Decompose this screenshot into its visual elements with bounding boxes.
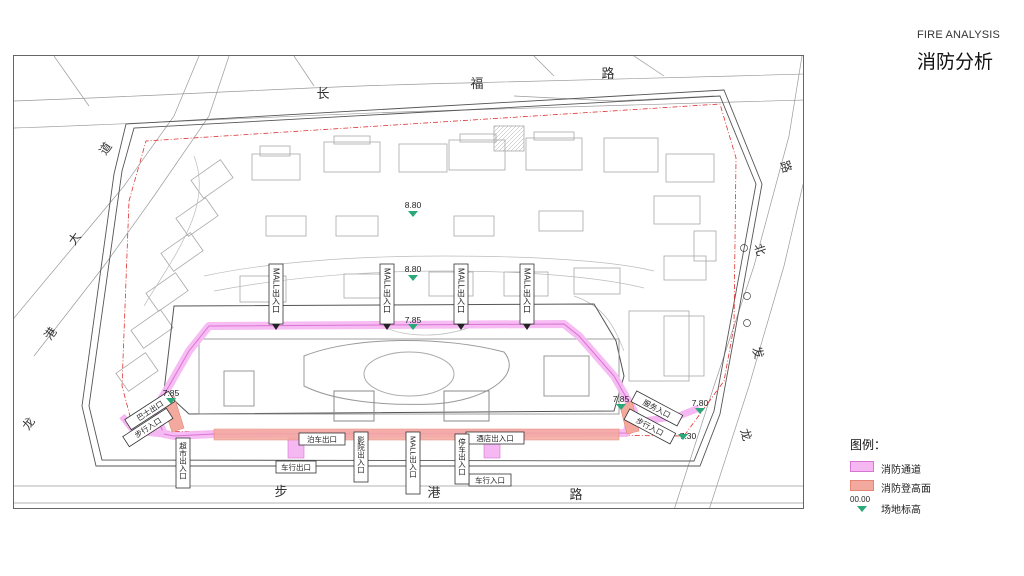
svg-text:8.80: 8.80 — [405, 200, 422, 210]
svg-text:7.80: 7.80 — [692, 398, 709, 408]
elevation-triangle-icon — [857, 506, 867, 512]
svg-text:福: 福 — [470, 76, 483, 91]
road-label-east: 路 北 发 龙 — [737, 159, 795, 443]
svg-text:7.30: 7.30 — [680, 431, 697, 441]
svg-text:MALL出入口: MALL出入口 — [457, 268, 466, 313]
legend-label: 消防通道 — [881, 465, 921, 476]
title-english: FIRE ANALYSIS — [917, 29, 1001, 41]
svg-text:8.80: 8.80 — [405, 264, 422, 274]
hotel-entry-tag: 酒店出入口 — [465, 431, 525, 445]
svg-text:7.85: 7.85 — [405, 315, 422, 325]
svg-text:MALL出入口: MALL出入口 — [523, 268, 532, 313]
legend-item-fire-access: 消防通道 — [850, 459, 921, 478]
road-label-north: 长 福 路 — [316, 66, 614, 101]
svg-text:MALL出入口: MALL出入口 — [408, 436, 417, 478]
legend-title: 图例： — [850, 438, 887, 452]
svg-text:MALL出入口: MALL出入口 — [383, 268, 392, 313]
svg-text:超市出入口: 超市出入口 — [178, 442, 187, 480]
legend-item-fire-climb: 消防登高面 — [850, 478, 931, 497]
fire-climb-swatch — [850, 480, 874, 491]
svg-text:步: 步 — [274, 484, 287, 499]
svg-text:路: 路 — [777, 159, 795, 175]
legend-label: 消防登高面 — [881, 484, 931, 495]
road-label-west: 大 道 龙 港 — [20, 140, 115, 433]
svg-text:发: 发 — [749, 345, 767, 361]
fire-access-swatch — [850, 461, 874, 472]
residential-blocks — [115, 125, 717, 392]
svg-text:车行入口: 车行入口 — [475, 475, 505, 485]
svg-text:MALL出入口: MALL出入口 — [272, 268, 281, 313]
elevation-marker: 7.85 — [613, 394, 630, 410]
elevation-marker: 7.85 — [163, 388, 180, 404]
elevation-marker: 8.80 — [405, 200, 422, 217]
elevation-sample: 00.00 — [850, 495, 871, 504]
svg-text:龙: 龙 — [20, 415, 38, 433]
site-plan: MALL出入口 MALL出入口 MALL出入口 MALL出入口 泊车出口 酒店出… — [13, 55, 804, 509]
mall-entry-tag-2: MALL出入口 — [379, 263, 395, 325]
supermarket-entry-tag: 超市出入口 — [175, 437, 191, 489]
elevation-marker: 8.80 — [405, 264, 422, 281]
svg-text:影院出入口: 影院出入口 — [356, 435, 365, 474]
svg-text:港: 港 — [427, 485, 440, 500]
mall-entry-tag-1: MALL出入口 — [268, 263, 284, 325]
legend-label: 场地标高 — [881, 505, 921, 516]
svg-text:7.85: 7.85 — [163, 388, 180, 398]
svg-text:车行出口: 车行出口 — [281, 462, 311, 472]
elevation-marker: 7.80 — [692, 398, 709, 414]
svg-text:路: 路 — [601, 66, 614, 81]
svg-text:停车出入口: 停车出入口 — [457, 437, 466, 476]
car-exit-tag: 车行出口 — [275, 460, 317, 474]
svg-text:7.85: 7.85 — [613, 394, 630, 404]
title-chinese: 消防分析 — [917, 52, 994, 73]
mall-entry-tag-4: MALL出入口 — [519, 263, 535, 325]
svg-text:大: 大 — [66, 230, 84, 248]
svg-text:港: 港 — [42, 325, 60, 343]
parking-exit-tag: 泊车出口 — [298, 432, 346, 446]
elevation-marker: 7.85 — [405, 315, 422, 330]
car-entry-tag: 车行入口 — [468, 473, 512, 487]
legend-item-elevation: 00.00 场地标高 — [850, 495, 921, 517]
svg-text:酒店出入口: 酒店出入口 — [476, 433, 514, 443]
elevation-marker: 7.30 — [678, 431, 697, 441]
svg-text:泊车出口: 泊车出口 — [307, 434, 337, 444]
red-line-boundary — [121, 103, 737, 437]
svg-text:长: 长 — [316, 86, 329, 101]
road-label-south: 步 港 路 — [274, 484, 582, 502]
mall-entry-arrows — [272, 324, 531, 330]
svg-text:道: 道 — [97, 140, 115, 158]
south-mall-entry-tag: MALL出入口 — [405, 431, 421, 495]
legend: 图例： 消防通道 消防登高面 00.00 场地标高 — [850, 436, 931, 517]
svg-text:北: 北 — [751, 242, 768, 258]
site-boundary — [81, 89, 763, 467]
parking-entry-tag: 停车出入口 — [454, 433, 470, 485]
svg-text:龙: 龙 — [737, 427, 754, 443]
compass-icon — [740, 244, 751, 327]
svg-text:路: 路 — [569, 487, 582, 502]
mall-entry-tag-3: MALL出入口 — [453, 263, 469, 325]
cinema-entry-tag: 影院出入口 — [353, 431, 369, 483]
